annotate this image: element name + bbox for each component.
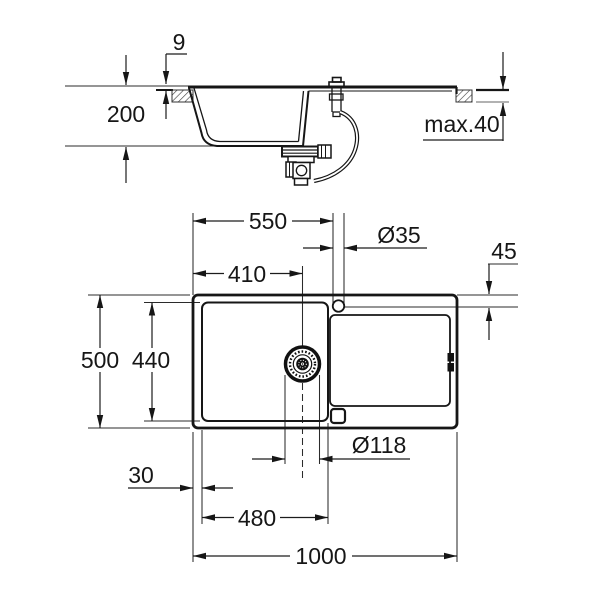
plan-view: 550 Ø35 45 410 500 4 [81,208,518,569]
dimension-rim-height: 9 [162,29,187,119]
bowl-outline [201,301,329,422]
dimension-bowl-inner-width: 480 [202,505,328,531]
dimension-counter-thickness: max.40 [423,52,507,141]
tap-hole-plug [328,76,345,88]
counter-hatch-right [455,89,473,103]
side-view: 9 200 max.40 [65,29,509,186]
bowl-inner-wall [193,87,305,143]
extension-lines [88,213,518,562]
dim-label-bowl-depth: 200 [107,101,145,127]
dim-label-drain-diameter: Ø118 [352,432,407,458]
dimension-overall-width: 1000 [193,543,457,569]
dimension-tap-hole-diameter: Ø35 [303,222,427,252]
edge-handle-mark [447,353,454,372]
accessory-hole-square [329,407,347,425]
sink-cross-section [188,85,458,147]
dim-label-tap-hole-x: 550 [249,208,287,234]
dim-label-bowl-inner-width: 480 [238,505,276,531]
dimension-drain-x: 410 [193,261,303,287]
dim-label-tap-hole-y: 45 [491,238,517,264]
dim-label-overall-width: 1000 [295,543,346,569]
drainboard-outline [329,314,451,407]
drain-cover [283,345,322,383]
overflow-assembly [313,88,360,184]
dim-label-tap-hole-diameter: Ø35 [377,222,420,248]
dimension-tap-hole-x: 550 [193,208,333,234]
dimension-bowl-depth: 200 [107,55,145,183]
bowl-outer-wall [188,87,310,147]
dim-label-bowl-inner-depth: 440 [132,347,170,373]
sink-outline [191,293,459,430]
dimension-edge-to-bowl: 30 [128,462,233,492]
dimension-bowl-inner-depth: 440 [132,302,170,421]
tap-hole [331,299,346,313]
dim-label-drain-x: 410 [228,261,266,287]
dim-label-overall-depth: 500 [81,347,119,373]
drain-trap-assembly [281,144,332,186]
dimension-overall-depth: 500 [81,295,119,428]
counter-hatch-left [171,89,194,103]
dim-label-edge-to-bowl: 30 [128,462,154,488]
dim-label-counter-thickness: max.40 [424,111,499,137]
dim-label-rim-height: 9 [173,29,186,55]
dimension-drain-diameter: Ø118 [252,432,410,463]
dimension-tap-hole-y: 45 [485,238,517,340]
